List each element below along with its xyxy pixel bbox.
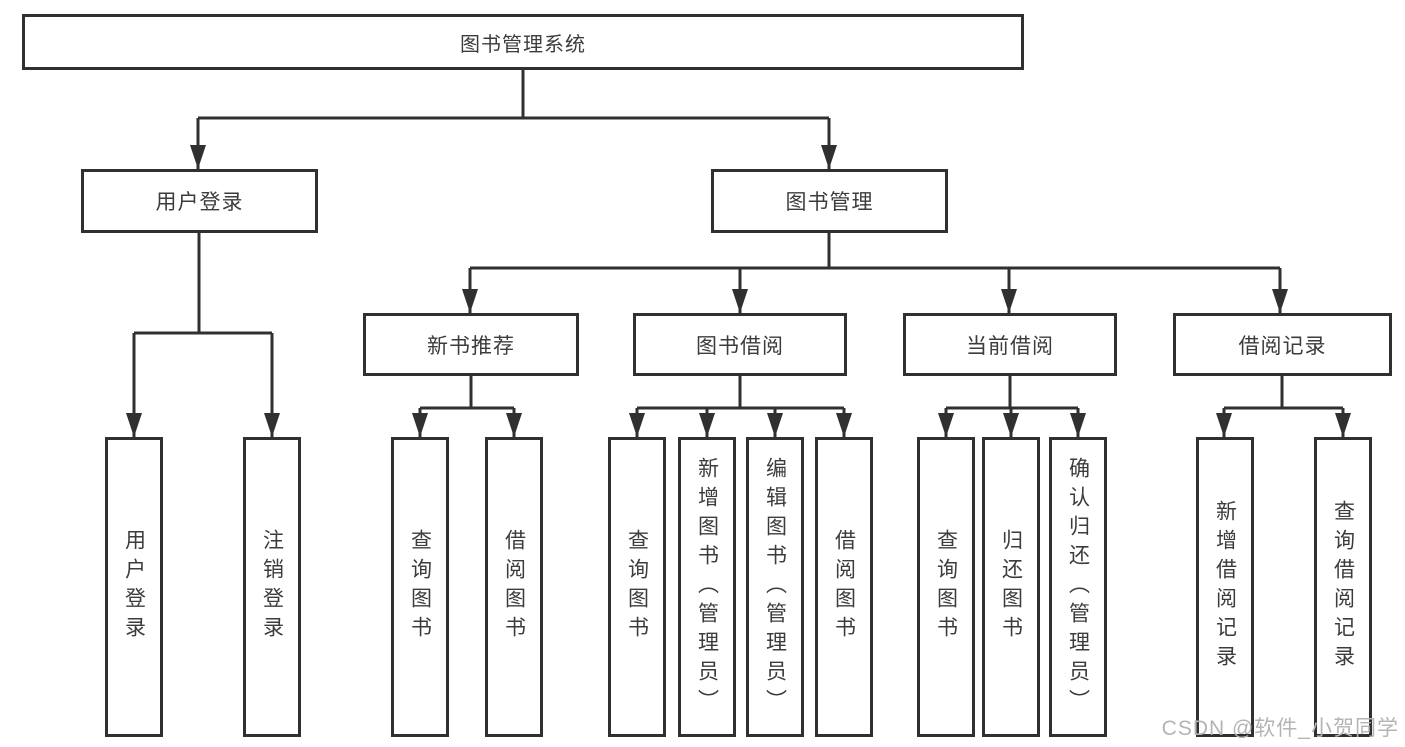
node-label: 新增图书（管理员） — [695, 456, 719, 718]
node-label: 注销登录 — [260, 529, 284, 645]
node-label: 新书推荐 — [427, 334, 515, 358]
node-label: 查询图书 — [934, 529, 958, 645]
node-leaf-add-borrow-record: 新增借阅记录 — [1196, 437, 1254, 737]
node-label: 借阅图书 — [832, 529, 856, 645]
node-leaf-user-login: 用户登录 — [105, 437, 163, 737]
watermark: CSDN @软件_小贺同学 — [1161, 717, 1399, 740]
node-leaf-query-borrow-record: 查询借阅记录 — [1314, 437, 1372, 737]
node-library-system: 图书管理系统 — [22, 14, 1024, 70]
node-label: 确认归还（管理员） — [1066, 456, 1090, 718]
node-leaf-edit-books-admin: 编辑图书（管理员） — [746, 437, 804, 737]
node-book-management-branch: 图书管理 — [711, 169, 948, 233]
node-label: 借阅图书 — [502, 529, 526, 645]
node-leaf-borrow-books-recommend: 借阅图书 — [485, 437, 543, 737]
node-leaf-return-books: 归还图书 — [982, 437, 1040, 737]
node-label: 用户登录 — [155, 191, 244, 214]
node-label: 归还图书 — [999, 529, 1023, 645]
node-label: 查询图书 — [408, 529, 432, 645]
node-label: 图书借阅 — [696, 334, 784, 358]
node-user-login-branch: 用户登录 — [81, 169, 318, 233]
node-leaf-borrow-books: 借阅图书 — [815, 437, 873, 737]
node-leaf-add-books-admin: 新增图书（管理员） — [678, 437, 736, 737]
node-leaf-logout: 注销登录 — [243, 437, 301, 737]
node-current-borrowing: 当前借阅 — [903, 313, 1117, 376]
node-label: 新增借阅记录 — [1213, 500, 1237, 674]
node-leaf-query-books-recommend: 查询图书 — [391, 437, 449, 737]
node-label: 当前借阅 — [966, 334, 1054, 358]
node-label: 借阅记录 — [1238, 334, 1327, 358]
connector-paths — [132, 70, 1345, 437]
node-new-book-recommendation: 新书推荐 — [363, 313, 579, 376]
node-leaf-confirm-return-admin: 确认归还（管理员） — [1049, 437, 1107, 737]
node-label: 查询借阅记录 — [1331, 500, 1355, 674]
node-leaf-query-books-borrowing: 查询图书 — [608, 437, 666, 737]
node-label: 图书管理 — [785, 191, 874, 214]
node-label: 编辑图书（管理员） — [763, 456, 787, 718]
node-label: 用户登录 — [122, 529, 146, 645]
node-book-borrowing: 图书借阅 — [633, 313, 847, 376]
node-leaf-query-books-current: 查询图书 — [917, 437, 975, 737]
node-label: 查询图书 — [625, 529, 649, 645]
node-borrowing-records: 借阅记录 — [1173, 313, 1392, 376]
node-label: 图书管理系统 — [460, 33, 586, 56]
